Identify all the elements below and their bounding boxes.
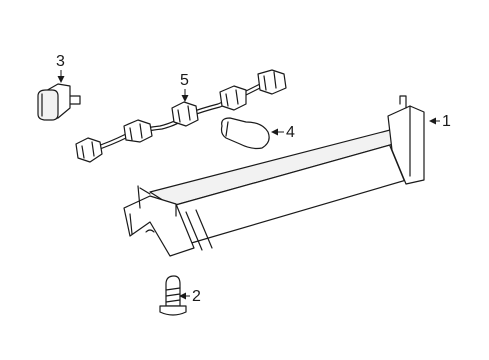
callout-2: 2 [179,288,201,305]
svg-text:4: 4 [286,124,295,141]
part-3-socket [37,83,81,121]
callout-4: 4 [271,124,295,141]
svg-text:5: 5 [180,72,189,89]
callout-1: 1 [429,113,451,130]
callout-5: 5 [180,72,189,102]
part-2-screw [159,275,187,316]
part-1-lamp-housing [123,95,425,257]
part-5-wire-harness [75,69,287,163]
svg-text:3: 3 [56,53,65,70]
part-4-bulb [220,117,270,150]
callout-3: 3 [56,53,65,83]
svg-text:2: 2 [192,288,201,305]
svg-text:1: 1 [442,113,451,130]
